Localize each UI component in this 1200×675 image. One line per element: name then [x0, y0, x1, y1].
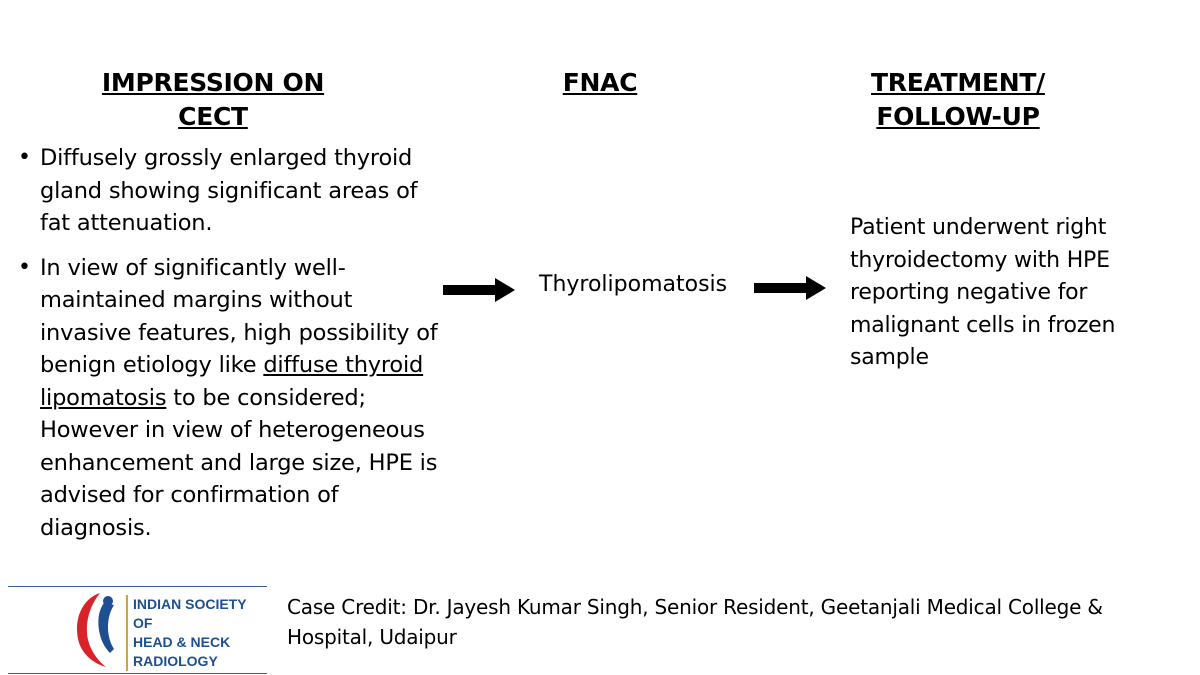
society-logo: INDIAN SOCIETY OF HEAD & NECK RADIOLOGY [8, 586, 267, 674]
heading-treatment-line2: FOLLOW-UP [876, 102, 1040, 131]
case-credit-footer: Case Credit: Dr. Jayesh Kumar Singh, Sen… [287, 595, 1103, 649]
logo-line-2: HEAD & NECK [133, 634, 231, 650]
society-logo-text: INDIAN SOCIETY OF HEAD & NECK RADIOLOGY [126, 595, 267, 671]
logo-line-3: RADIOLOGY [133, 653, 218, 669]
heading-impression-on-cect: IMPRESSION ON CECT [101, 68, 325, 131]
treatment-description: Patient underwent right thyroidectomy wi… [850, 215, 1116, 370]
impression-bullet-1: Diffusely grossly enlarged thyroid gland… [18, 142, 438, 240]
right-arrow-icon [443, 278, 515, 302]
society-logo-icon [76, 593, 114, 667]
bullet2-text-part1: In view of significantly well-maintained… [40, 254, 438, 379]
heading-treatment-line1: TREATMENT/ [871, 68, 1045, 97]
heading-fnac: FNAC [562, 68, 638, 97]
impression-bullet-2: In view of significantly well-maintained… [18, 252, 438, 545]
logo-line-1: INDIAN SOCIETY OF [133, 596, 247, 631]
impression-bullet-list: Diffusely grossly enlarged thyroid gland… [18, 142, 438, 556]
fnac-result-text: Thyrolipomatosis [539, 272, 728, 297]
bullet2-underlined-term: diffuse thyroid lipomatosis [40, 352, 424, 411]
heading-treatment-follow-up: TREATMENT/ FOLLOW-UP [840, 66, 1076, 134]
bullet2-text-part2: to be considered; However in view of het… [40, 384, 438, 541]
right-arrow-icon [754, 276, 826, 300]
